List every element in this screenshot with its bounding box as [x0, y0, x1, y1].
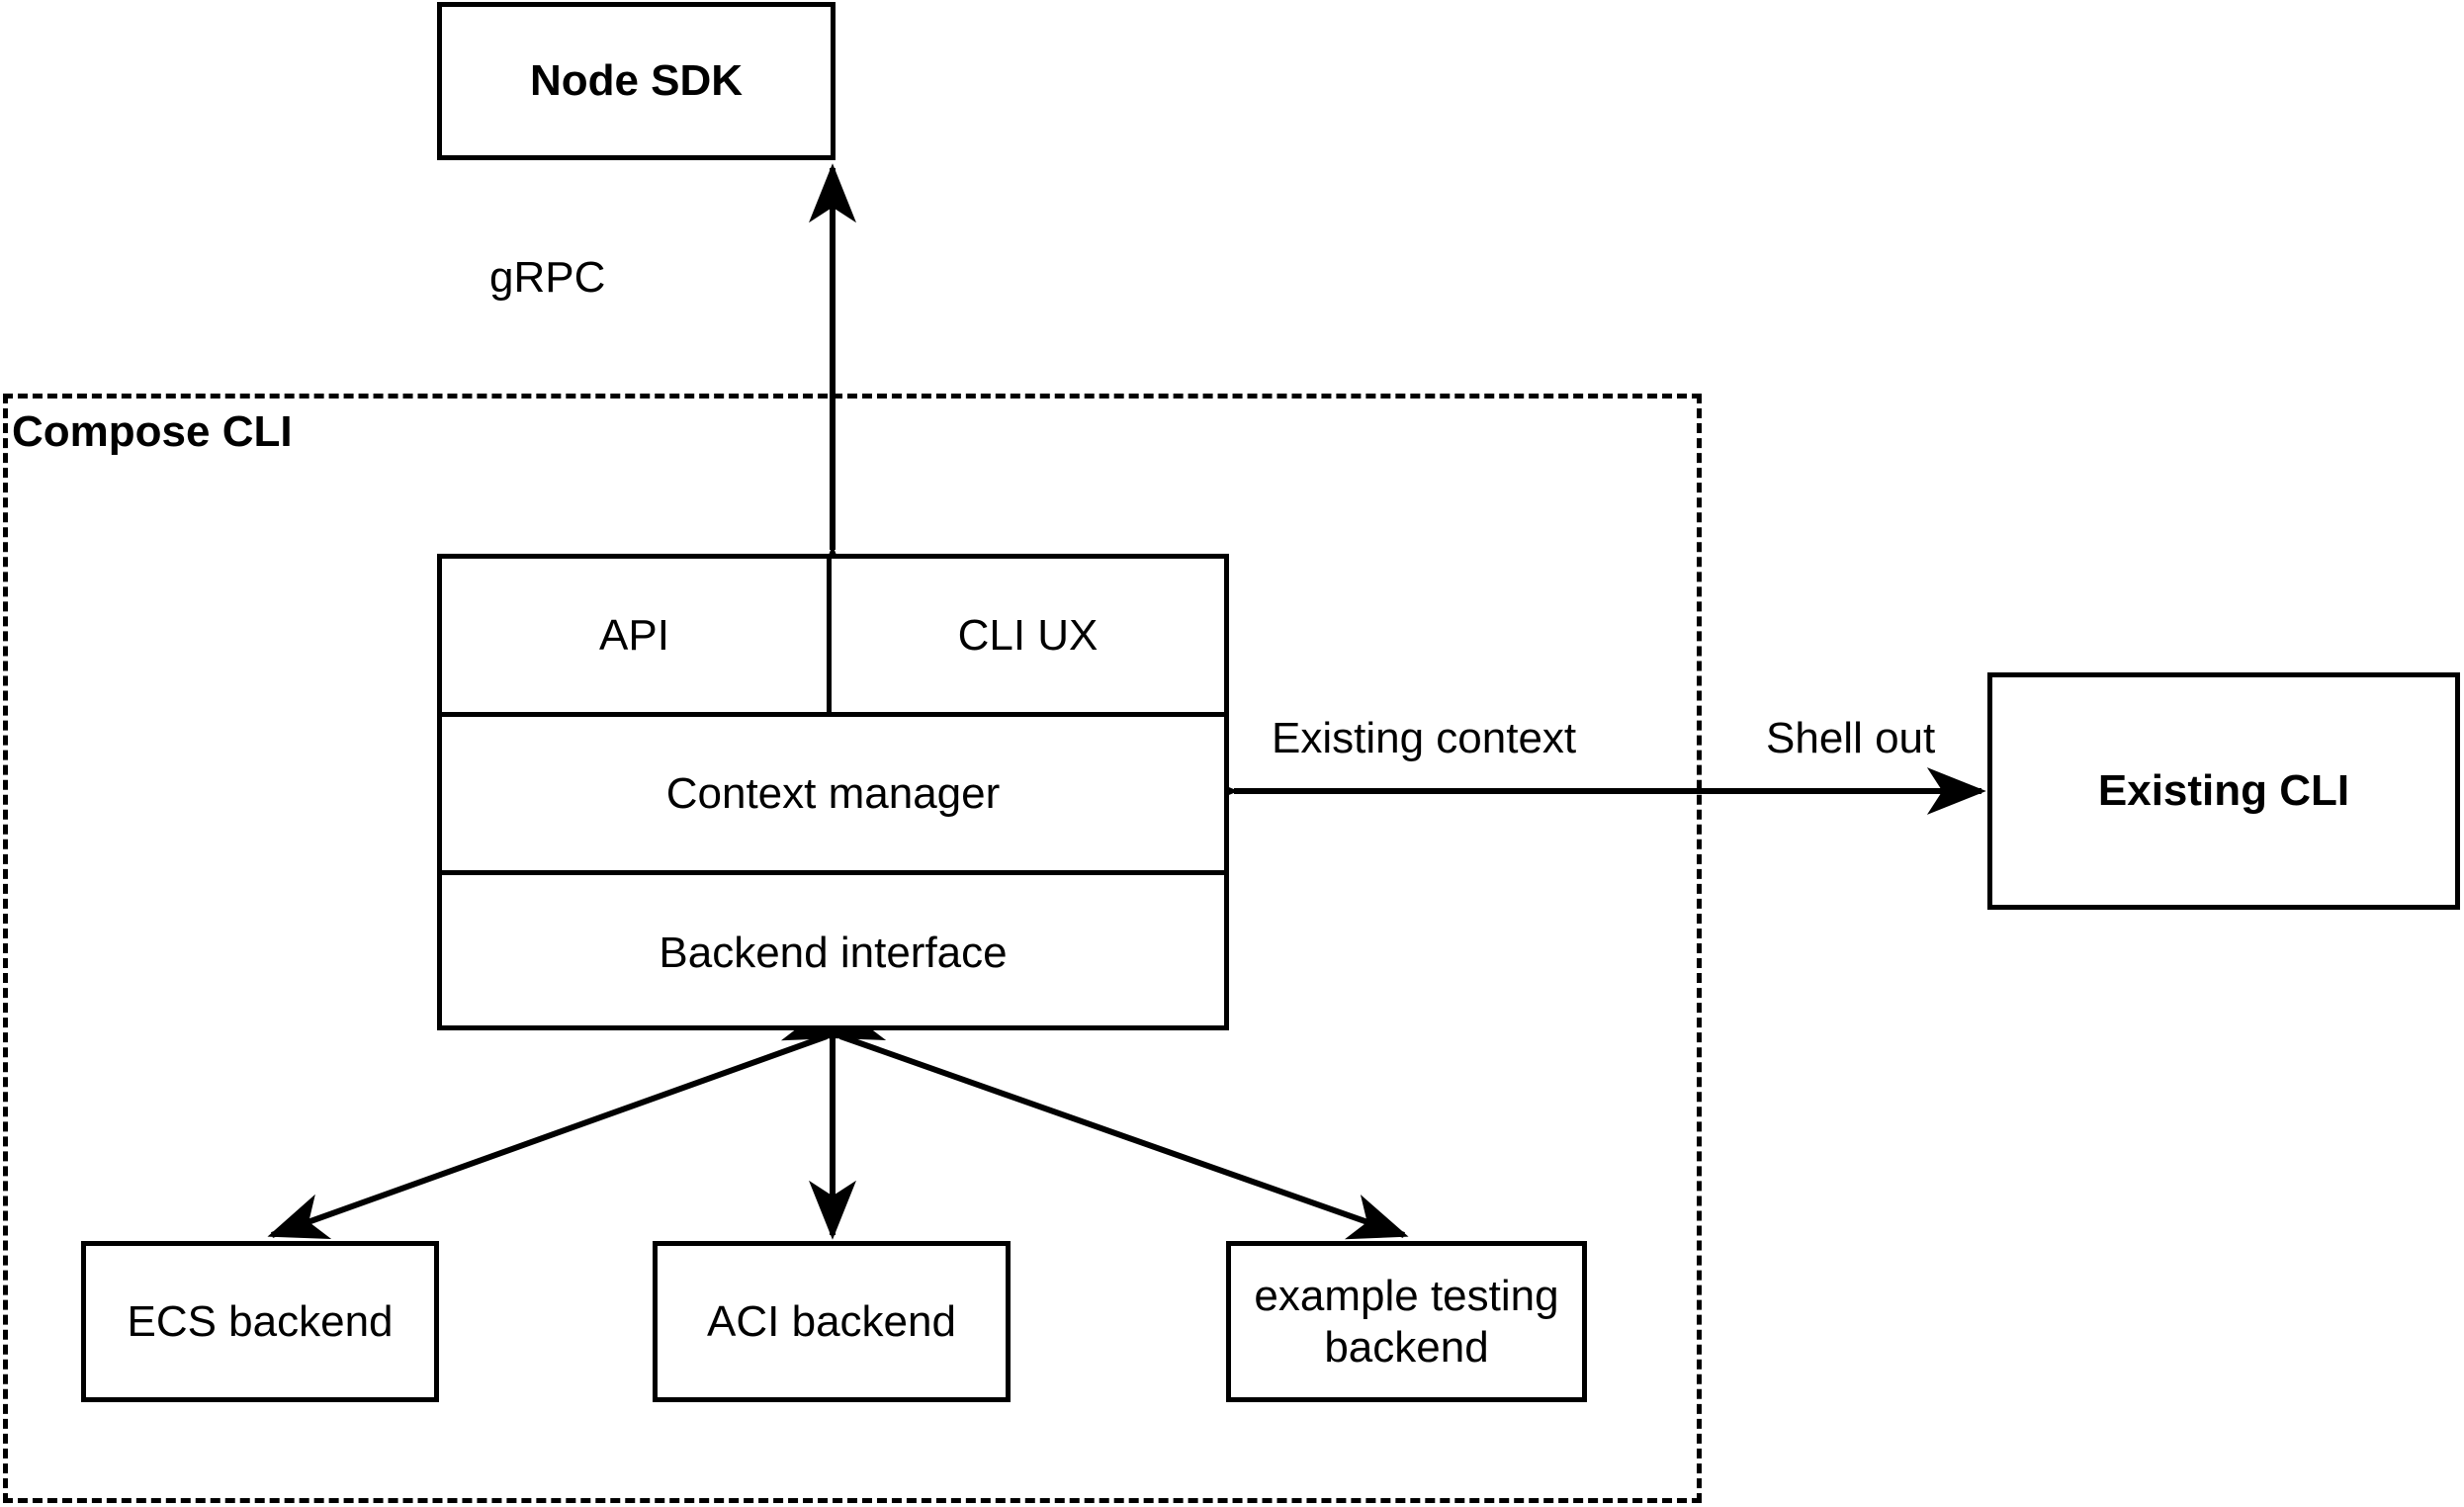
compose-cli-stack: API CLI UX Context manager Backend inter…	[437, 554, 1229, 1030]
grpc-edge-label: gRPC	[489, 253, 606, 302]
context-manager-cell[interactable]: Context manager	[442, 717, 1224, 870]
stack-row-backend-interface: Backend interface	[442, 875, 1224, 1030]
aci-backend-box[interactable]: ACI backend	[653, 1241, 1011, 1402]
cli-ux-cell[interactable]: CLI UX	[832, 559, 1224, 712]
node-sdk-label: Node SDK	[529, 56, 744, 106]
ecs-backend-label: ECS backend	[127, 1296, 394, 1346]
api-label: API	[599, 610, 669, 660]
stack-row-api-cliux: API CLI UX	[442, 559, 1224, 717]
existing-context-edge-label: Existing context	[1272, 714, 1577, 762]
api-cell[interactable]: API	[442, 559, 832, 712]
node-sdk-box[interactable]: Node SDK	[437, 2, 836, 160]
aci-backend-label: ACI backend	[707, 1296, 956, 1346]
ecs-backend-box[interactable]: ECS backend	[81, 1241, 439, 1402]
example-testing-backend-label-line2: backend	[1324, 1322, 1489, 1372]
context-manager-label: Context manager	[665, 768, 1001, 818]
existing-cli-label: Existing CLI	[2097, 766, 2350, 816]
backend-interface-cell[interactable]: Backend interface	[442, 875, 1224, 1030]
backend-interface-label: Backend interface	[659, 928, 1008, 977]
cli-ux-label: CLI UX	[957, 610, 1099, 660]
compose-cli-group-label: Compose CLI	[12, 407, 293, 456]
example-testing-backend-label-line1: example testing	[1254, 1271, 1559, 1320]
existing-cli-box[interactable]: Existing CLI	[1987, 672, 2460, 910]
stack-row-context-manager: Context manager	[442, 717, 1224, 875]
shell-out-edge-label: Shell out	[1766, 714, 1936, 762]
example-testing-backend-box[interactable]: example testing backend	[1226, 1241, 1587, 1402]
